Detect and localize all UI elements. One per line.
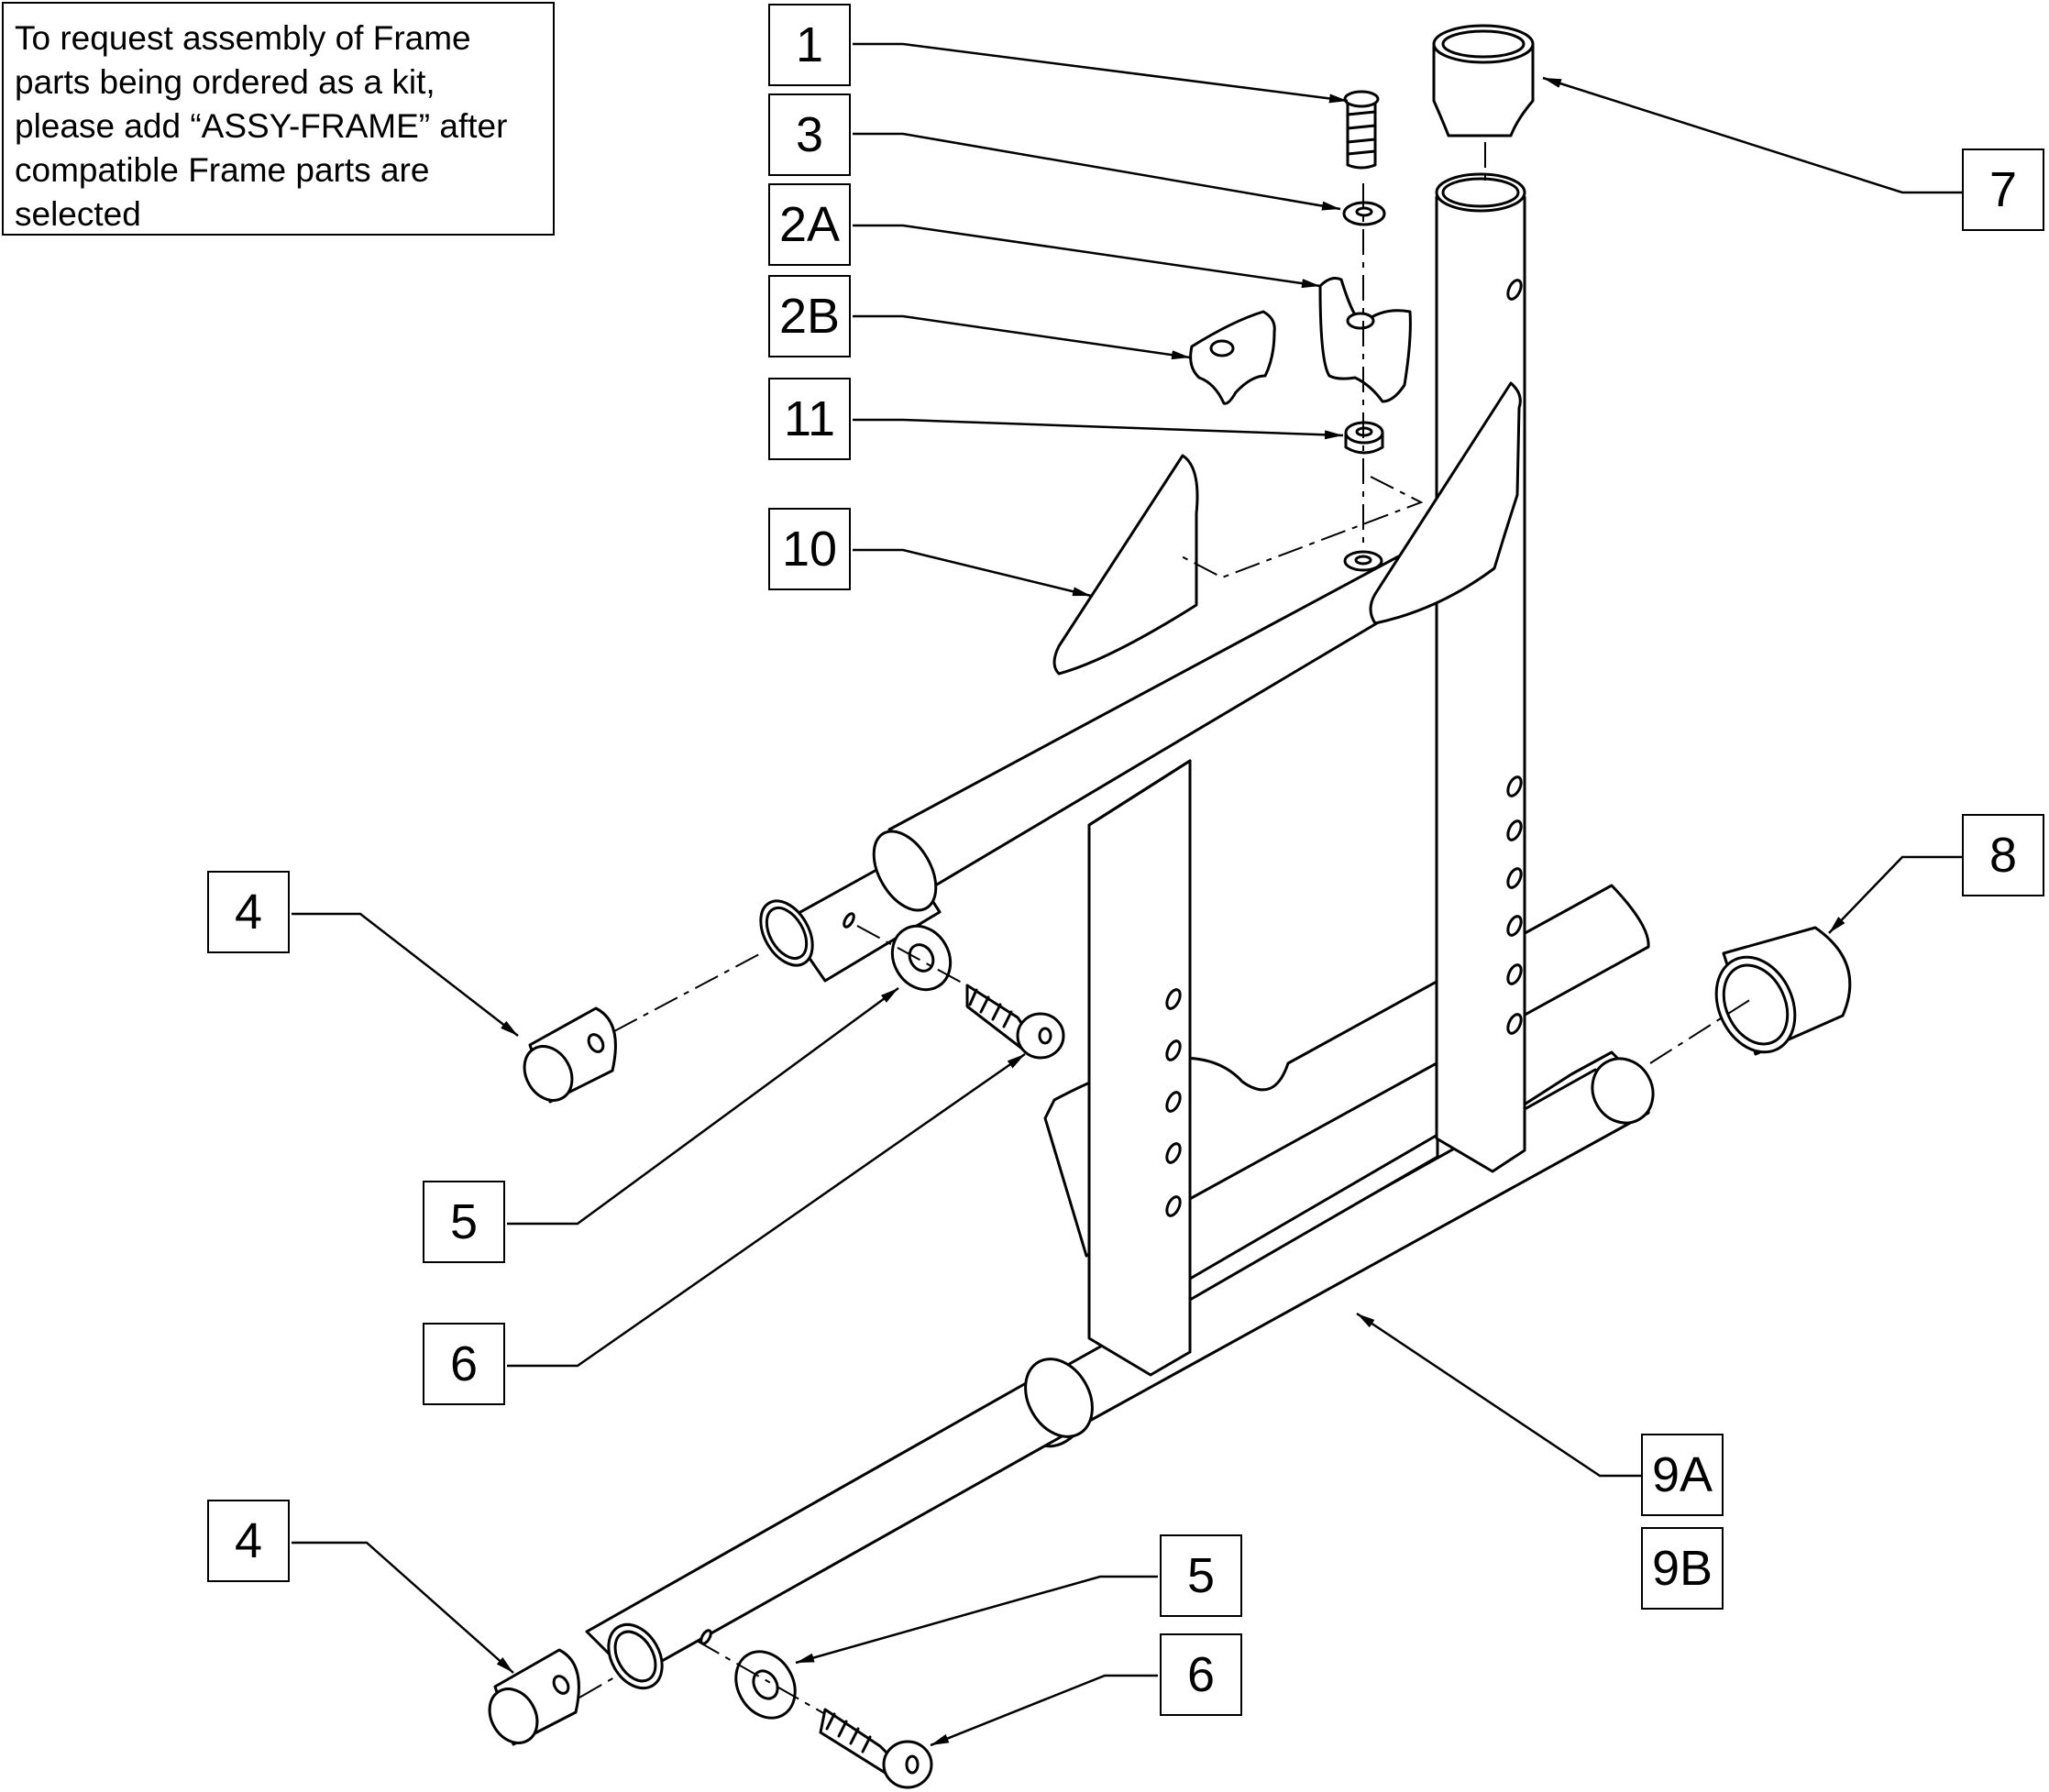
top-cap: [1432, 24, 1535, 137]
tube-guide-right: [1369, 381, 1522, 625]
callout-6-left: 6: [423, 1323, 505, 1405]
callout-11: 11: [768, 378, 851, 460]
callout-2b: 2B: [768, 275, 851, 357]
clamp-part-2b: [1189, 310, 1276, 405]
callout-9b: 9B: [1641, 1527, 1724, 1610]
note-line: please add “ASSY-FRAME” after: [15, 107, 508, 145]
callout-10: 10: [768, 508, 851, 590]
lower-cross-tube: [1188, 1133, 1439, 1302]
washer-part-3: [1342, 201, 1386, 226]
callout-1: 1: [768, 4, 851, 86]
leader-lines: [292, 42, 1962, 1747]
callout-3: 3: [768, 93, 851, 176]
end-plug-upper: [523, 1006, 617, 1104]
callout-9a: 9A: [1641, 1434, 1724, 1516]
right-vertical-post: [1435, 172, 1526, 1173]
callout-5-left: 5: [423, 1181, 505, 1263]
tube-guide-left: [1052, 454, 1199, 676]
screw-part-1: [1343, 90, 1380, 170]
note-line: selected: [15, 195, 141, 233]
callout-2a: 2A: [768, 183, 851, 266]
callout-8: 8: [1962, 814, 2044, 896]
callout-5-lower: 5: [1160, 1534, 1242, 1617]
end-plug-lower: [488, 1648, 580, 1746]
end-cap-part-8: [1714, 926, 1852, 1056]
left-vertical-post: [1087, 759, 1192, 1377]
clamp-2a-hole: [1346, 312, 1375, 330]
note-line: parts being ordered as a kit,: [15, 63, 435, 101]
washer-part-5-lower: [734, 1650, 797, 1720]
bolt-part-6-lower: [819, 1708, 933, 1789]
callout-4-lower: 4: [207, 1500, 290, 1582]
callout-6-lower: 6: [1160, 1633, 1242, 1716]
callout-7: 7: [1962, 148, 2044, 231]
callout-4-upper: 4: [207, 871, 290, 953]
note-line: compatible Frame parts are: [15, 151, 430, 189]
assembly-centerlines: [578, 142, 1752, 1715]
bolt-part-6-left: [965, 984, 1065, 1060]
upper-frame-tube: [759, 504, 1504, 983]
clamp-2b-hole: [1209, 339, 1235, 357]
assembly-note: To request assembly of Frame parts being…: [2, 2, 555, 236]
clamp-part-2a: [1318, 277, 1412, 403]
note-line: To request assembly of Frame: [15, 19, 471, 57]
